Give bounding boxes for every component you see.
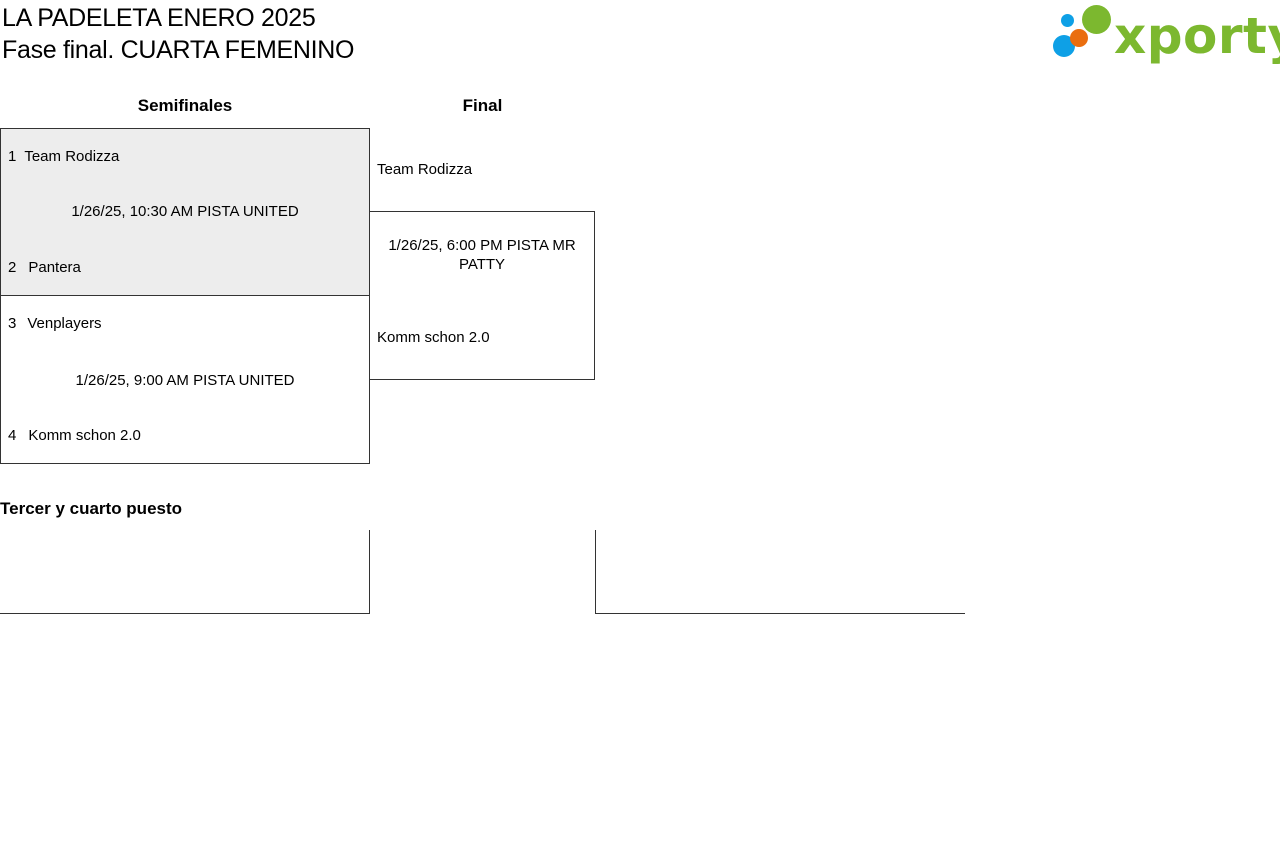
team-name: Team Rodizza bbox=[24, 148, 120, 165]
third-place-bracket-line bbox=[369, 530, 370, 614]
semifinal-1-schedule: 1/26/25, 10:30 AM PISTA UNITED bbox=[71, 203, 299, 220]
team-name: Komm schon 2.0 bbox=[28, 427, 141, 444]
xporty-logo[interactable]: xporty bbox=[1050, 2, 1280, 68]
logo-blue-dot bbox=[1053, 35, 1075, 57]
final-team-1: Team Rodizza bbox=[377, 161, 473, 178]
semifinal-1-team-2: 2 Pantera bbox=[8, 259, 81, 276]
semifinal-2-team-2: 4 Komm schon 2.0 bbox=[8, 427, 141, 444]
semifinal-2-schedule: 1/26/25, 9:00 AM PISTA UNITED bbox=[75, 372, 295, 389]
logo-orange-dot bbox=[1070, 29, 1088, 47]
team-name: Venplayers bbox=[27, 315, 102, 332]
team-seed: 4 bbox=[8, 427, 17, 444]
semifinal-match-2[interactable]: 3 Venplayers 1/26/25, 9:00 AM PISTA UNITE… bbox=[0, 295, 370, 464]
third-place-bracket-line bbox=[595, 530, 596, 614]
team-seed: 2 bbox=[8, 259, 17, 276]
final-match[interactable]: 1/26/25, 6:00 PM PISTA MR PATTY Komm sch… bbox=[369, 211, 595, 380]
final-schedule: 1/26/25, 6:00 PM PISTA MR PATTY bbox=[388, 237, 576, 273]
logo-green-dot bbox=[1082, 5, 1111, 34]
logo-blue-dot-small bbox=[1061, 14, 1074, 27]
page-subtitle: Fase final. CUARTA FEMENINO bbox=[2, 36, 355, 64]
team-seed: 1 bbox=[8, 148, 17, 165]
team-name: Pantera bbox=[28, 259, 81, 276]
final-team-2: Komm schon 2.0 bbox=[377, 329, 490, 346]
semifinal-2-team-1: 3 Venplayers bbox=[8, 315, 102, 332]
page-title: LA PADELETA ENERO 2025 bbox=[2, 4, 316, 32]
team-seed: 3 bbox=[8, 315, 17, 332]
semifinal-1-team-1: 1 Team Rodizza bbox=[8, 148, 119, 165]
third-place-bracket-line bbox=[595, 613, 965, 614]
column-header-semifinals: Semifinales bbox=[137, 96, 233, 115]
third-place-title: Tercer y cuarto puesto bbox=[0, 499, 183, 518]
logo-wordmark: xporty bbox=[1114, 7, 1280, 65]
semifinal-match-1[interactable]: 1 Team Rodizza 1/26/25, 10:30 AM PISTA UN… bbox=[0, 128, 370, 296]
column-header-final: Final bbox=[462, 96, 503, 115]
third-place-bracket-line bbox=[0, 613, 370, 614]
